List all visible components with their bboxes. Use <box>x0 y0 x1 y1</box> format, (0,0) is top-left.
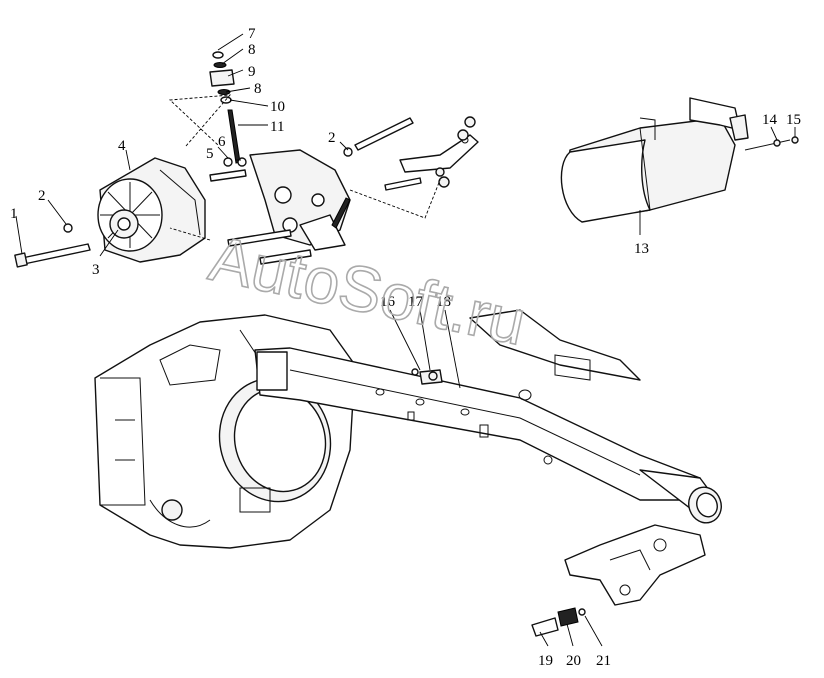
callout-17: 17 <box>408 294 424 310</box>
frame-assembly <box>94 309 722 606</box>
callout-14: 14 <box>762 112 778 128</box>
callout-21: 21 <box>596 653 611 669</box>
callout-5: 5 <box>206 146 214 162</box>
callout-1: 1 <box>10 206 18 222</box>
callout-3: 3 <box>92 262 100 278</box>
sensor-parts <box>411 368 586 637</box>
callout-4: 4 <box>118 138 126 154</box>
callout-16: 16 <box>380 294 396 310</box>
callout-13: 13 <box>634 241 649 257</box>
callout-2a: 2 <box>38 188 46 204</box>
callout-20: 20 <box>566 653 581 669</box>
callout-6: 6 <box>218 134 226 150</box>
callout-18: 18 <box>436 294 451 310</box>
callout-2b: 2 <box>328 130 336 146</box>
callout-8a: 8 <box>248 42 256 58</box>
callout-15: 15 <box>786 112 801 128</box>
callout-labels: 7 8 9 8 10 11 6 5 4 2 1 3 2 13 14 15 16 … <box>10 26 801 669</box>
callout-7: 7 <box>248 26 256 42</box>
callout-19: 19 <box>538 653 553 669</box>
callout-10: 10 <box>270 99 285 115</box>
starter-motor <box>560 97 799 223</box>
alternator <box>97 157 206 263</box>
leader-lines <box>15 33 796 647</box>
callout-8b: 8 <box>254 81 262 97</box>
callout-11: 11 <box>270 119 284 135</box>
callout-9: 9 <box>248 64 256 80</box>
